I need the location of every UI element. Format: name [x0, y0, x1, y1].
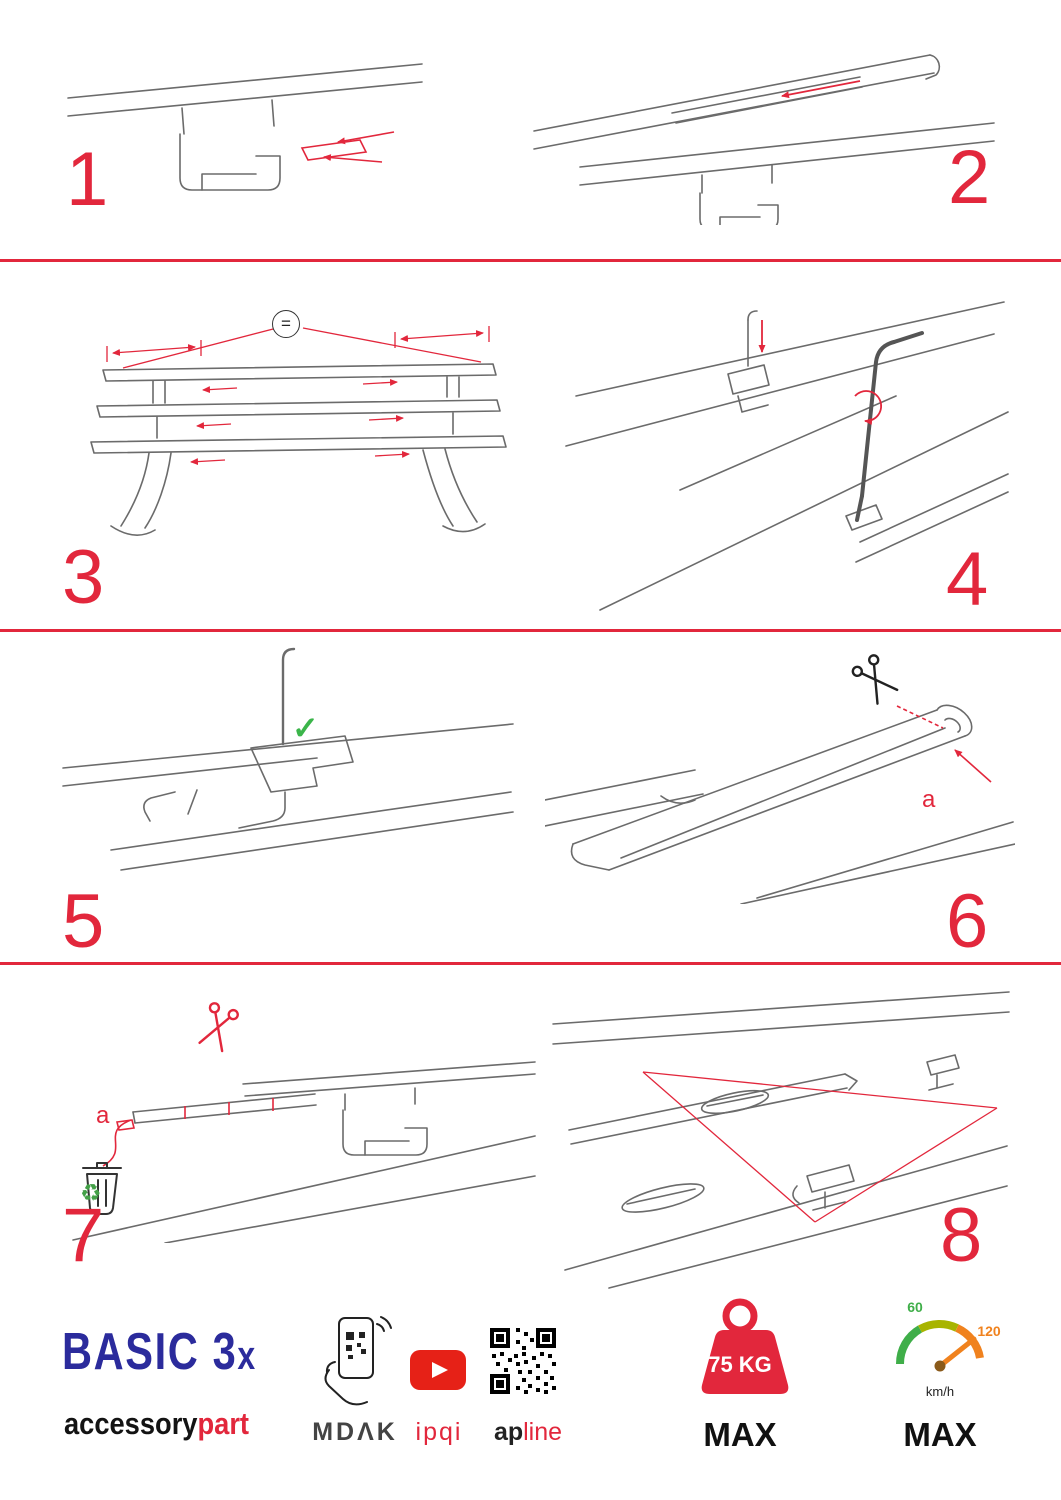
section-divider — [0, 259, 1061, 262]
step-1-number: 1 — [66, 137, 109, 222]
cut-label-a: a — [96, 1102, 110, 1129]
youtube-icon — [410, 1350, 466, 1390]
step-2-illustration — [533, 54, 995, 225]
speedometer-needle — [937, 1336, 977, 1369]
speed-unit-label: km/h — [926, 1384, 954, 1399]
product-name-main: BASIC 3 — [62, 1323, 238, 1381]
section-divider — [0, 629, 1061, 632]
step-3-number: 3 — [62, 535, 105, 620]
recycle-icon: ♻ — [80, 1180, 102, 1207]
step-8-number: 8 — [940, 1193, 983, 1278]
max-weight-icon: 75 KG — [701, 1298, 789, 1394]
qr-scan-phone-icon — [324, 1316, 392, 1406]
logo-mdak: MDΛK — [312, 1418, 398, 1446]
scissors-icon — [851, 654, 899, 705]
locking-rod — [281, 647, 296, 746]
step-5-number: 5 — [62, 879, 105, 964]
step-6-illustration — [545, 654, 1015, 904]
step-8-illustration — [552, 991, 1010, 1289]
brand-accessory: accessory — [64, 1406, 198, 1441]
trash-bin-icon — [82, 1162, 122, 1215]
speed-high-label: 120 — [977, 1323, 1001, 1339]
logo-apline: apline — [478, 1420, 578, 1445]
allen-key-icon — [855, 331, 924, 522]
step-7-illustration — [72, 1002, 536, 1243]
checkmark-icon: ✓ — [292, 710, 319, 746]
product-name: BASIC 3x — [62, 1326, 257, 1378]
step-2-number: 2 — [948, 135, 991, 220]
qr-code — [490, 1328, 556, 1394]
step-5-illustration — [62, 647, 514, 871]
logo-apline-ap: ap — [493, 1418, 524, 1446]
step-4-illustration — [565, 301, 1009, 611]
speed-low-label: 60 — [907, 1299, 923, 1315]
step-6-number: 6 — [946, 879, 989, 964]
step-3-illustration — [90, 326, 507, 536]
step-4-number: 4 — [946, 537, 989, 622]
section-divider — [0, 962, 1061, 965]
brand-part: part — [197, 1406, 250, 1441]
step-7-number: 7 — [62, 1193, 105, 1278]
speed-max-label: MAX — [903, 1416, 977, 1453]
product-name-suffix: x — [237, 1334, 257, 1378]
logo-ipqi: ipqi — [415, 1418, 463, 1446]
logo-apline-line: line — [523, 1418, 563, 1446]
weight-max-label: MAX — [703, 1416, 777, 1453]
cut-label-a: a — [922, 786, 936, 813]
scissors-icon — [198, 1002, 239, 1053]
step-1-illustration — [67, 63, 423, 191]
brand-logo-accessorypart: accessorypart — [64, 1408, 249, 1439]
speedometer-icon: 60 120 km/h — [895, 1299, 1001, 1399]
weight-value: 75 KG — [708, 1352, 772, 1377]
equal-spacing-badge: = — [272, 310, 300, 338]
